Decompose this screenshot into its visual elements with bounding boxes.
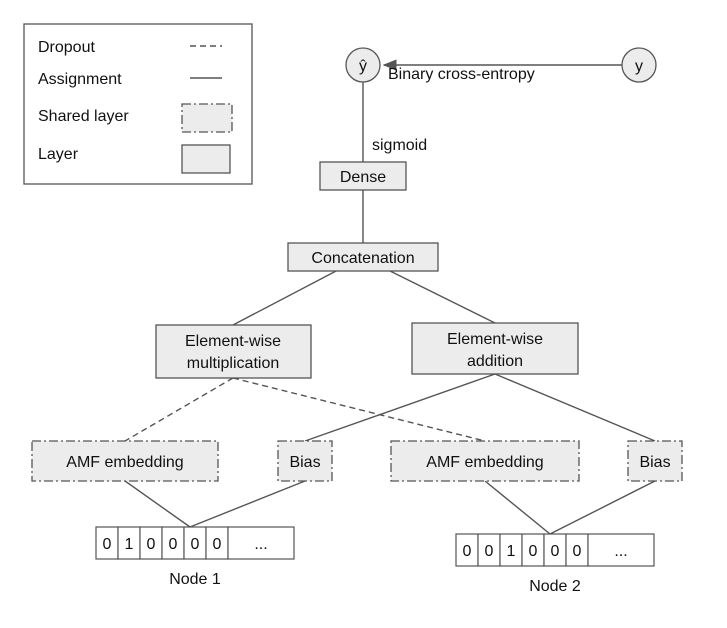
edge-addition-to-bias1 [304,373,496,442]
edges [124,59,656,535]
node-1-cell-value: ... [254,536,267,553]
concatenation-box [287,242,439,272]
y-hat-circle [345,47,381,83]
node-1-cell-value: 0 [147,536,156,553]
edge-bias1-to-node1 [189,480,306,528]
edge-amf1-to-node1 [124,480,191,528]
edge-concat-to-addition [387,269,496,324]
dense-box [319,161,407,191]
addition-box [411,322,579,375]
legend-dropout-label: Dropout [38,39,95,56]
node-2-cell-value: 0 [463,543,472,560]
amf-embedding-2-label: AMF embedding [426,454,543,471]
bias-1-box [277,440,333,482]
legend-shared-layer-swatch [181,103,233,133]
node-2-label: Node 2 [529,578,581,595]
amf-embedding-1: AMF embedding [31,440,219,482]
addition-label-line2: addition [467,353,523,370]
node-2-cell-ellipsis [587,533,655,567]
node-1-cell-value: 0 [213,536,222,553]
edge-amf2-to-node2 [484,480,551,535]
addition-label-line1: Element-wise [447,331,543,348]
node-2-cell-value: ... [614,543,627,560]
amf-embedding-1-box [31,440,219,482]
legend-assignment-label: Assignment [38,71,122,88]
y-hat-node: ŷ [345,47,381,83]
y-label: y [635,58,643,75]
activation-label: sigmoid [372,137,427,154]
multiplication-layer: Element-wise multiplication [155,324,312,379]
concatenation-layer: Concatenation [287,242,439,272]
multiplication-box [155,324,312,379]
legend-layer-swatch [181,144,231,174]
bias-1: Bias [277,440,333,482]
edge-concat-to-multiplication [232,269,339,326]
addition-layer: Element-wise addition [411,322,579,375]
dense-layer: Dense [319,161,407,191]
node-1-cell-value: 0 [191,536,200,553]
node-2-cell-value: 0 [551,543,560,560]
node-2-cell-value: 0 [485,543,494,560]
edge-bias2-to-node2 [549,480,656,535]
node-2-cell-value: 0 [529,543,538,560]
legend: Dropout Assignment Shared layer Layer [23,23,253,185]
y-hat-label: ŷ [359,58,367,75]
node-2-input-vector: 0 0 1 0 0 0 ... Node 2 [455,533,655,595]
amf-embedding-2-box [390,440,580,482]
node-1-cell-value: 0 [103,536,112,553]
amf-embedding-2: AMF embedding [390,440,580,482]
node-1-cell-ellipsis [227,526,295,560]
legend-layer-label: Layer [38,146,79,163]
bias-1-label: Bias [289,454,320,471]
node-2-cell-value: 1 [507,543,516,560]
loss-label: Binary cross-entropy [388,66,535,83]
y-node: y [621,47,657,83]
edge-multiplication-to-amf2 [232,377,486,442]
bias-2: Bias [627,440,683,482]
node-1-cell-value: 1 [125,536,134,553]
node-1-input-vector: 0 1 0 0 0 0 ... Node 1 [95,526,295,588]
edge-addition-to-bias2 [494,373,656,442]
bias-2-box [627,440,683,482]
concatenation-label: Concatenation [311,250,414,267]
edge-multiplication-to-amf1 [124,377,234,442]
y-circle [621,47,657,83]
multiplication-label-line2: multiplication [187,355,279,372]
node-1-cell-value: 0 [169,536,178,553]
amf-embedding-1-label: AMF embedding [66,454,183,471]
dense-label: Dense [340,169,386,186]
legend-shared-layer-label: Shared layer [38,108,129,125]
multiplication-label-line1: Element-wise [185,333,281,350]
bias-2-label: Bias [639,454,670,471]
node-2-cell-value: 0 [573,543,582,560]
node-1-label: Node 1 [169,571,221,588]
